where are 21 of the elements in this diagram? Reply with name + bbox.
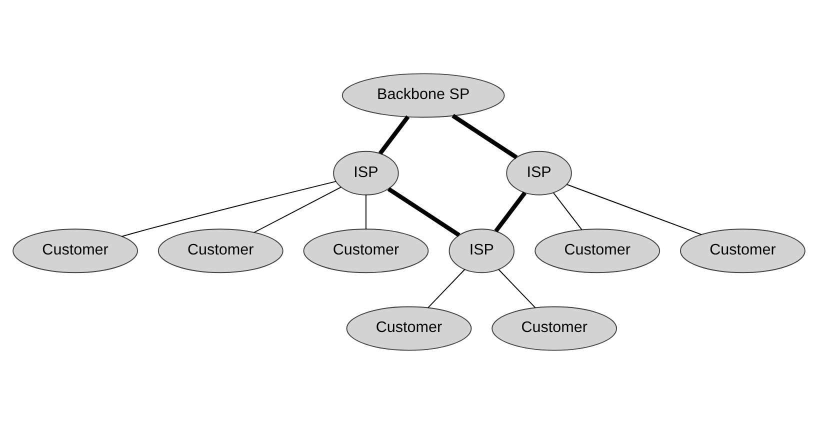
node-ellipse: Customer [158,228,284,273]
connector [254,186,342,232]
node-ellipse: Backbone SP [342,72,505,118]
connector [378,114,410,154]
node-ellipse: Customer [680,228,806,273]
node-ellipse: ISP [506,150,572,195]
connector [121,180,336,236]
connector [387,186,460,236]
node-ellipse: Customer [534,228,660,273]
connector [566,184,702,234]
connector [552,192,582,230]
connector [428,268,466,308]
node-ellipse: Customer [303,228,429,273]
node-ellipse: Customer [12,228,138,273]
node-ellipse: Customer [492,306,618,350]
node-ellipse: ISP [448,228,515,273]
connector [494,191,527,232]
connector [452,113,518,159]
connector [498,268,536,308]
node-ellipse: ISP [333,150,399,195]
node-ellipse: Customer [346,306,472,350]
